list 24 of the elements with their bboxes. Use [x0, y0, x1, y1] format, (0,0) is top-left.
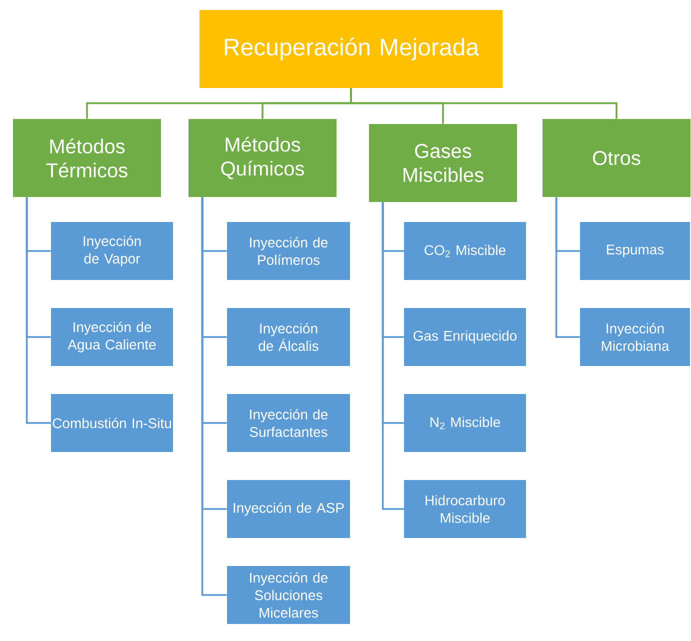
root-box: Recuperación Mejorada: [200, 10, 502, 88]
method-box: Inyección Microbiana: [580, 308, 690, 366]
connector-line: [382, 202, 404, 510]
method-box: Hidrocarburo Miscible: [404, 480, 526, 538]
method-box: Inyección de Álcalis: [227, 308, 350, 366]
connector-line: [201, 197, 227, 596]
method-box: Gas Enriquecido: [404, 308, 526, 366]
category-box: Gases Miscibles: [369, 124, 517, 202]
connector-line: [555, 197, 580, 338]
method-box: Combustión In-Situ: [51, 394, 173, 452]
connector-line: [350, 88, 618, 119]
method-box: Espumas: [580, 222, 690, 280]
category-box: Métodos Químicos: [188, 119, 336, 197]
category-box: Métodos Térmicos: [13, 119, 161, 197]
method-box: Inyección de Soluciones Micelares: [227, 566, 350, 624]
method-box: N$_{2}$ Miscible: [404, 394, 526, 452]
method-box: Inyección de Surfactantes: [227, 394, 350, 452]
connector-line: [26, 197, 51, 424]
method-box: Inyección de Agua Caliente: [51, 308, 173, 366]
method-box: Inyección de Polímeros: [227, 222, 350, 280]
method-box: Inyección de Vapor: [51, 222, 173, 280]
method-box: Inyección de ASP: [227, 480, 350, 538]
category-box: Otros: [542, 119, 690, 197]
method-box: CO$_{2}$ Miscible: [404, 222, 526, 280]
